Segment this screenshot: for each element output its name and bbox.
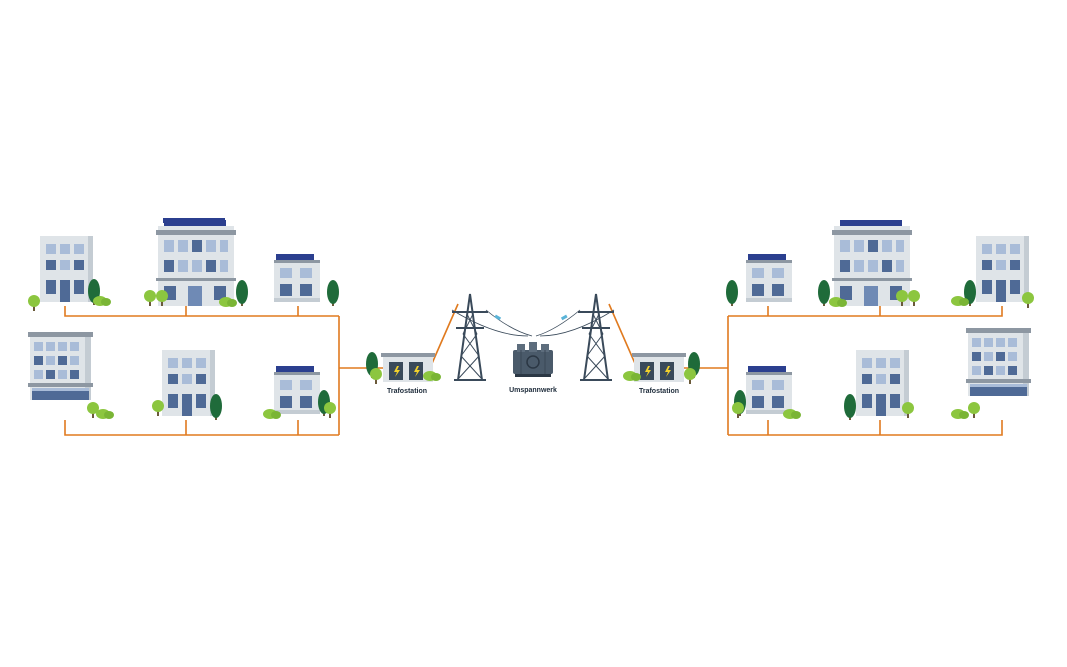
transmission-lines [451,309,615,337]
bush-icon [96,409,114,419]
tree-icon [327,280,339,306]
insulator-icon [494,314,568,321]
bush-icon [370,368,382,384]
building-icon [856,350,909,416]
building-icon [274,366,320,414]
building-icon [162,350,215,416]
building-icon [746,366,792,414]
tree-icon [968,402,980,418]
building-icon [28,332,93,400]
trafostation-right-label: Trafostation [639,388,679,395]
tree-icon [818,280,830,306]
bush-icon [28,295,40,311]
cable-network [64,303,1003,436]
building-icon [274,254,320,302]
building-icon [40,236,93,302]
tree-icon [210,394,222,420]
umspannwerk-label: Umspannwerk [509,387,557,394]
bush-icon [93,296,111,306]
tree-icon [144,290,156,306]
bush-icon [783,409,801,419]
bush-icon [684,368,696,384]
transformer-icon [513,342,553,377]
bush-icon [219,297,237,307]
tree-icon [844,394,856,420]
right-building-cluster [726,220,1034,420]
bush-icon [951,409,969,419]
solar-panel-icon [163,218,225,223]
building-icon [966,328,1031,396]
umspannwerk: Umspannwerk [509,342,557,394]
trafostation-left: Trafostation [366,352,441,395]
trafostation-left-label: Trafostation [387,388,427,395]
tree-icon [732,402,744,418]
bush-icon [423,371,441,381]
tree-icon [324,402,336,418]
trafostation-right: Trafostation [623,352,700,395]
transmission-tower-icon [577,293,615,381]
tree-icon [726,280,738,306]
tree-icon [1022,292,1034,308]
left-building-cluster [28,218,339,420]
building-icon [156,220,236,306]
building-icon [746,254,792,302]
building-icon [976,236,1029,302]
tree-icon [236,280,248,306]
